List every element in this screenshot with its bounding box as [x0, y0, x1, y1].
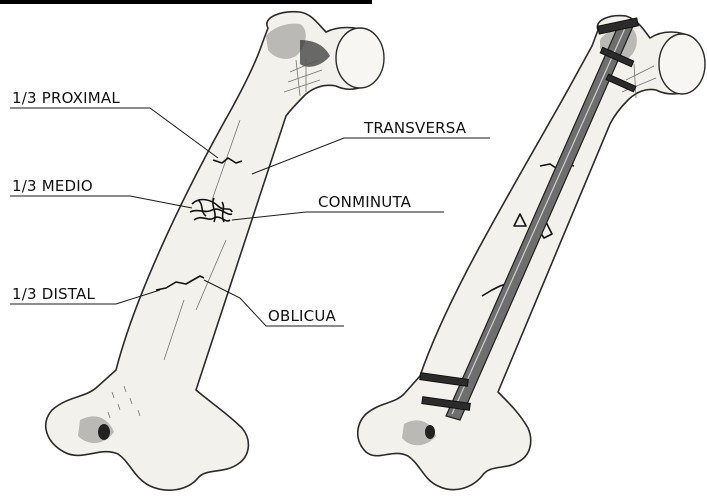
leader-transversa: [252, 138, 490, 174]
intramedullary-nail: [446, 22, 634, 420]
left-femoral-head: [336, 28, 384, 88]
leader-medio: [10, 196, 192, 208]
label-distal-third: 1/3 DISTAL: [12, 285, 95, 303]
left-condyle-notch: [98, 424, 110, 440]
nail-highlight: [452, 26, 626, 414]
right-femoral-head: [659, 34, 705, 94]
top-border-bar: [0, 0, 372, 4]
label-transverse-fracture: TRANSVERSA: [363, 119, 467, 137]
label-proximal-third: 1/3 PROXIMAL: [12, 89, 120, 107]
label-middle-third: 1/3 MEDIO: [12, 177, 93, 195]
label-oblique-fracture: OBLICUA: [268, 307, 337, 325]
left-femur-fractured: [46, 12, 384, 490]
label-comminuted-fracture: CONMINUTA: [318, 193, 412, 211]
leader-proximal: [10, 108, 218, 158]
right-condyle-notch: [425, 425, 435, 439]
leader-conminuta: [232, 212, 444, 220]
right-femur-nailed: [358, 16, 705, 490]
